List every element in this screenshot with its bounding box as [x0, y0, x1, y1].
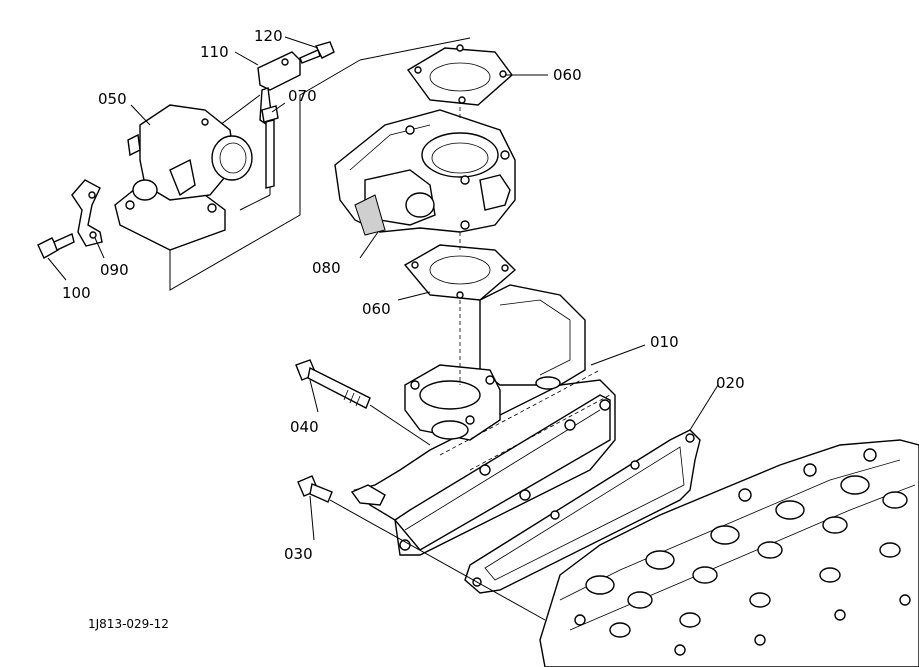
drawing-code: 1J813-029-12	[88, 617, 169, 631]
callout-100: 100	[62, 284, 91, 302]
gasket-060-lower-drawing	[403, 244, 517, 301]
callout-070: 070	[288, 87, 317, 105]
cylinder-head-drawing	[539, 439, 919, 667]
intake-manifold-drawing	[350, 284, 616, 556]
bolt-040-drawing	[295, 359, 371, 409]
callout-030: 030	[284, 545, 313, 563]
gasket-020-drawing	[464, 429, 701, 594]
bolt-030-drawing	[297, 475, 333, 503]
thermostat-cover-drawing	[114, 104, 253, 251]
gasket-060-upper-drawing	[406, 44, 513, 106]
bolt-100-drawing	[37, 233, 75, 259]
callout-060-upper: 060	[553, 66, 582, 84]
callout-050: 050	[98, 90, 127, 108]
bolt-120-drawing	[299, 41, 335, 64]
callout-080: 080	[312, 259, 341, 277]
cylinder-head-ports	[574, 448, 911, 656]
callout-110: 110	[200, 43, 229, 61]
callout-010: 010	[650, 333, 679, 351]
callout-labels: 110 120 050 070 060 080 060 010 020 040 …	[62, 27, 745, 631]
throttle-body-drawing	[334, 100, 516, 385]
callout-120: 120	[254, 27, 283, 45]
callout-040: 040	[290, 418, 319, 436]
callout-090: 090	[100, 261, 129, 279]
leader-lines	[47, 36, 719, 621]
callout-060-lower: 060	[362, 300, 391, 318]
callout-020: 020	[716, 374, 745, 392]
bracket-090-drawing	[71, 179, 103, 247]
bolt-070-drawing	[261, 105, 279, 189]
